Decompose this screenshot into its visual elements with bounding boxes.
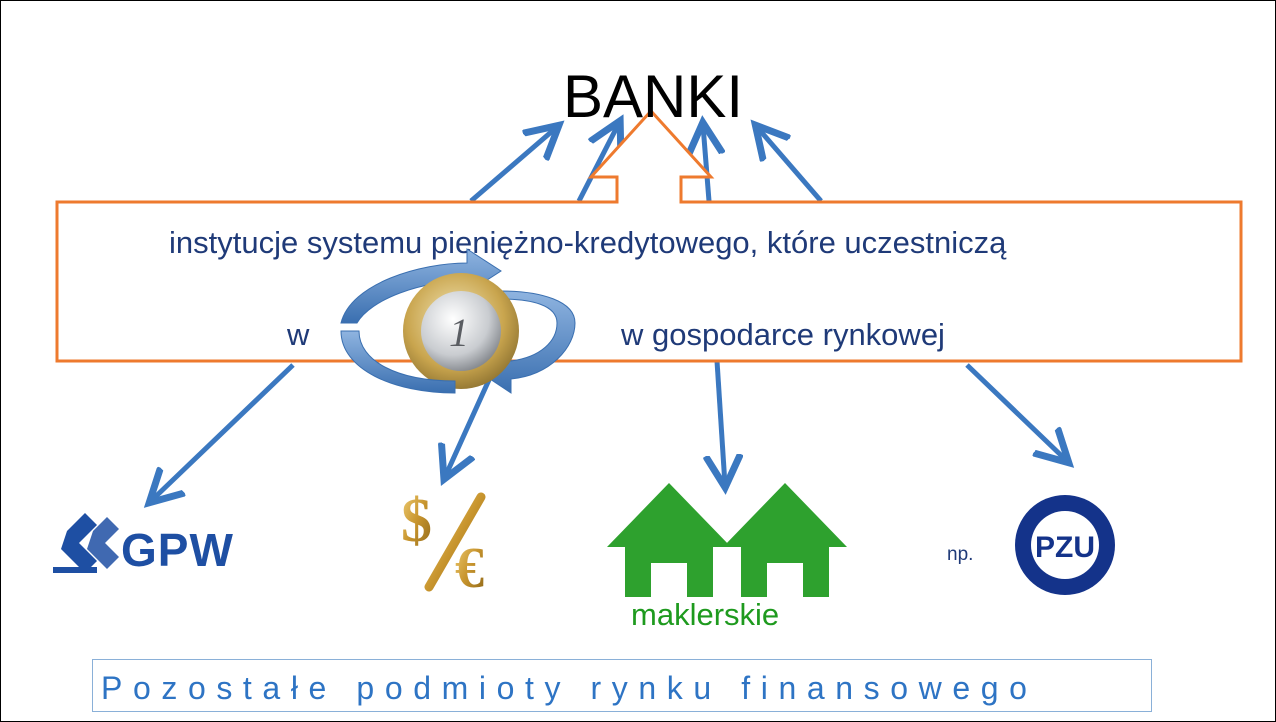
example-prefix: np. <box>947 544 974 565</box>
euro-symbol: € <box>455 535 484 600</box>
definition-frame <box>55 108 1243 363</box>
brokerage-label: maklerskie <box>631 597 780 632</box>
arrow-up-3 <box>703 125 709 202</box>
footer-box: Pozostałe podmioty rynku finansowego <box>92 659 1152 712</box>
arrow-down-currency <box>445 369 496 477</box>
gpw-label: GPW <box>121 524 234 576</box>
definition-line-1: instytucje systemu pieniężno-kredytowego… <box>169 225 1007 260</box>
title-banki: BANKI <box>563 63 744 130</box>
circular-arrows-icon <box>340 248 502 324</box>
coin-icon: 1 <box>403 273 519 389</box>
dollar-symbol: $ <box>401 487 432 555</box>
arrow-down-pzu <box>965 363 1067 461</box>
pzu-logo-text: PZU <box>1035 531 1095 564</box>
footer-text: Pozostałe podmioty rynku finansowego <box>101 670 1038 706</box>
arrow-down-gpw <box>151 363 295 501</box>
arrow-up-1 <box>469 127 557 203</box>
arrow-down-brokers <box>717 360 725 485</box>
arrow-up-2 <box>576 123 619 203</box>
arrow-up-4 <box>757 127 823 203</box>
svg-text:1: 1 <box>449 310 469 355</box>
definition-line-2-left: w <box>287 317 310 352</box>
definition-line-2-right: w gospodarce rynkowej <box>621 317 945 352</box>
